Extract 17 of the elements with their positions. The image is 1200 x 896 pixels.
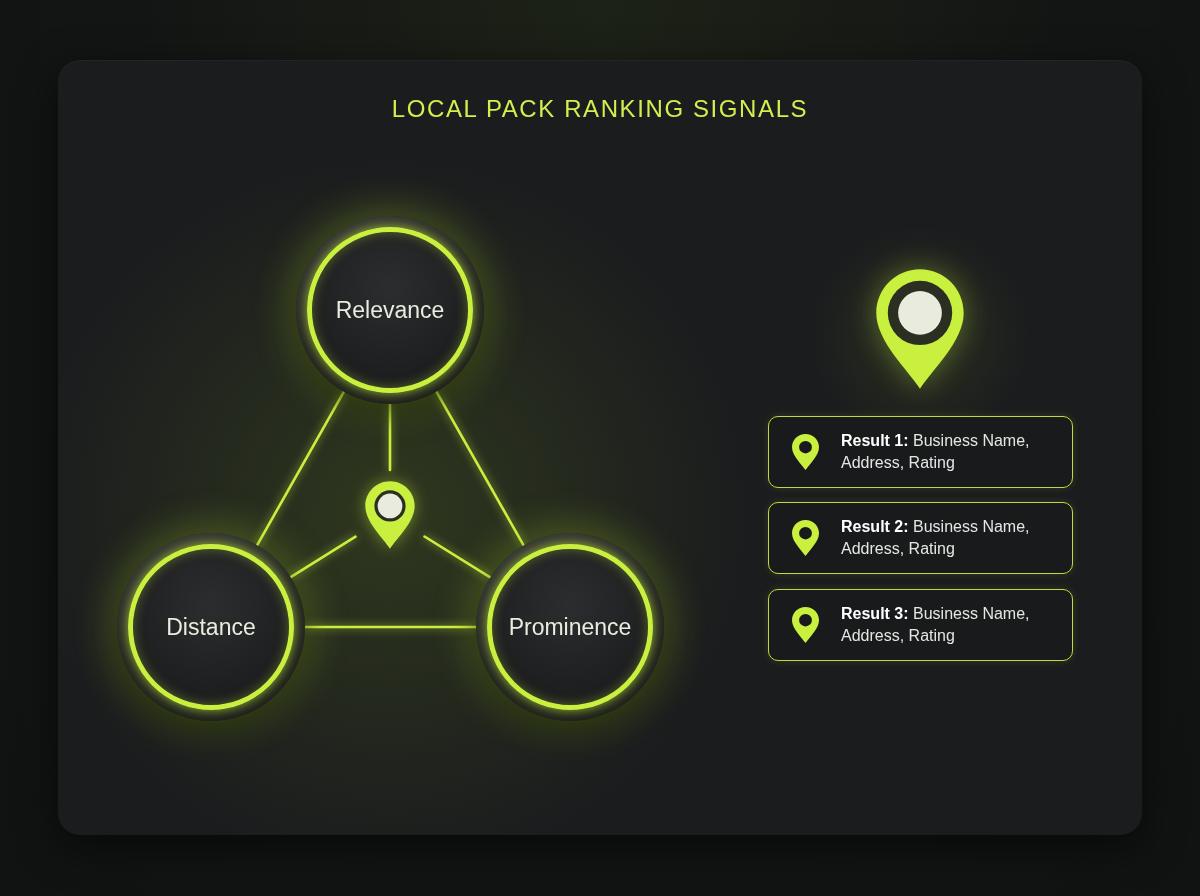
diagram-title: LOCAL PACK RANKING SIGNALS bbox=[391, 94, 809, 124]
result-card bbox=[768, 589, 1073, 661]
result-text: Result 1: Business Name, Address, Rating bbox=[841, 431, 1031, 473]
result-text: Result 2: Business Name, Address, Rating bbox=[841, 517, 1031, 559]
node-label: Distance bbox=[166, 613, 256, 641]
result-card bbox=[768, 416, 1073, 488]
connector-line bbox=[255, 390, 346, 547]
result-text: Result 3: Business Name, Address, Rating bbox=[841, 604, 1031, 646]
connector-line bbox=[423, 535, 492, 579]
connector-line bbox=[303, 625, 478, 629]
map-pin-icon bbox=[364, 480, 416, 550]
connector-line bbox=[388, 402, 392, 472]
connector-line bbox=[435, 390, 525, 547]
connector-line bbox=[289, 535, 357, 579]
node-label: Relevance bbox=[335, 296, 445, 324]
node-label: Prominence bbox=[508, 613, 632, 641]
result-card bbox=[768, 502, 1073, 574]
